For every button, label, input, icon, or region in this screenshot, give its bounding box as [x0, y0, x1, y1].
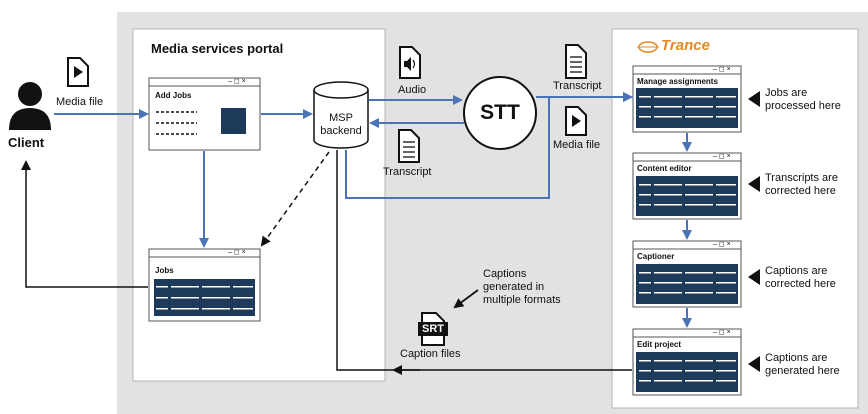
audio-label: Audio — [398, 84, 427, 96]
stage-title-captioner: Captioner — [637, 252, 675, 261]
window-controls: – ◻ × — [228, 249, 246, 256]
stage-window-content-editor — [632, 152, 742, 220]
transcript-file-icon — [565, 44, 587, 79]
stt-circle — [463, 76, 537, 150]
stage-note-3: Captions are corrected here — [765, 265, 836, 291]
arrow-msp-to-jobs-dashed — [260, 151, 330, 247]
window-controls: – ◻ × — [713, 66, 731, 73]
user-icon — [9, 82, 51, 130]
database-icon — [313, 81, 369, 149]
add-jobs-title: Add Jobs — [155, 91, 192, 100]
audio-file-icon — [399, 46, 421, 79]
portal-title: Media services portal — [151, 41, 284, 56]
msp-backend-line2: backend — [320, 125, 362, 137]
srt-file-icon — [418, 312, 448, 346]
stage-note-4: Captions are generated here — [765, 352, 840, 378]
window-controls: – ◻ × — [713, 241, 731, 248]
transcript-file-icon — [398, 129, 420, 163]
transcript-label-right: Transcript — [553, 80, 602, 92]
stage-window-captioner — [632, 240, 742, 308]
pointer-triangle-icon — [748, 91, 760, 107]
arrow-captions-note — [453, 289, 479, 309]
stage-note-2: Transcripts are corrected here — [765, 172, 838, 198]
stage-note-line: Captions are — [765, 352, 828, 364]
media-file-icon — [67, 57, 89, 87]
stage-title-content-editor: Content editor — [637, 164, 692, 173]
stt-label: STT — [480, 101, 520, 124]
arrow-jobs-to-client — [21, 160, 148, 288]
captions-note-line: generated in — [483, 281, 545, 293]
stage-note-line: Captions are — [765, 265, 828, 277]
caption-files-label: Caption files — [400, 348, 461, 360]
arrow-msp-media-to-trance — [345, 92, 633, 199]
stage-window-manage-assignments — [632, 65, 742, 133]
trance-logo-icon — [637, 41, 659, 53]
window-controls: – ◻ × — [713, 329, 731, 336]
window-controls: – ◻ × — [713, 153, 731, 160]
captions-note-line: Captions — [483, 268, 527, 280]
client-label: Client — [8, 135, 45, 150]
jobs-title: Jobs — [155, 266, 174, 275]
msp-backend-line1: MSP — [329, 112, 353, 124]
stage-note-line: Transcripts are — [765, 172, 838, 184]
stage-note-line: Jobs are — [765, 87, 808, 99]
pointer-triangle-icon — [748, 356, 760, 372]
arrow-caption-files-to-msp — [336, 150, 632, 371]
transcript-label-center: Transcript — [383, 166, 432, 178]
stage-window-edit-project — [632, 328, 742, 396]
stage-title-manage-assignments: Manage assignments — [637, 77, 718, 86]
trance-logo-text: Trance — [661, 37, 710, 54]
jobs-window — [148, 248, 261, 322]
stage-note-line: corrected here — [765, 185, 836, 197]
stage-note-line: processed here — [765, 100, 841, 112]
media-file-label-right: Media file — [553, 139, 601, 151]
srt-label: SRT — [422, 323, 444, 335]
stage-title-edit-project: Edit project — [637, 340, 682, 349]
captions-note-line: multiple formats — [483, 294, 561, 306]
media-file-label-left: Media file — [56, 96, 104, 108]
pointer-triangle-icon — [748, 269, 760, 285]
window-controls: – ◻ × — [228, 78, 246, 85]
media-file-icon — [565, 106, 587, 136]
stage-note-1: Jobs are processed here — [765, 87, 841, 113]
msp-backend-label: MSP backend — [314, 112, 368, 138]
captions-note: Captions generated in multiple formats — [483, 268, 561, 307]
pointer-triangle-icon — [748, 176, 760, 192]
stage-note-line: corrected here — [765, 278, 836, 290]
add-jobs-window — [148, 77, 261, 151]
stage-note-line: generated here — [765, 365, 840, 377]
